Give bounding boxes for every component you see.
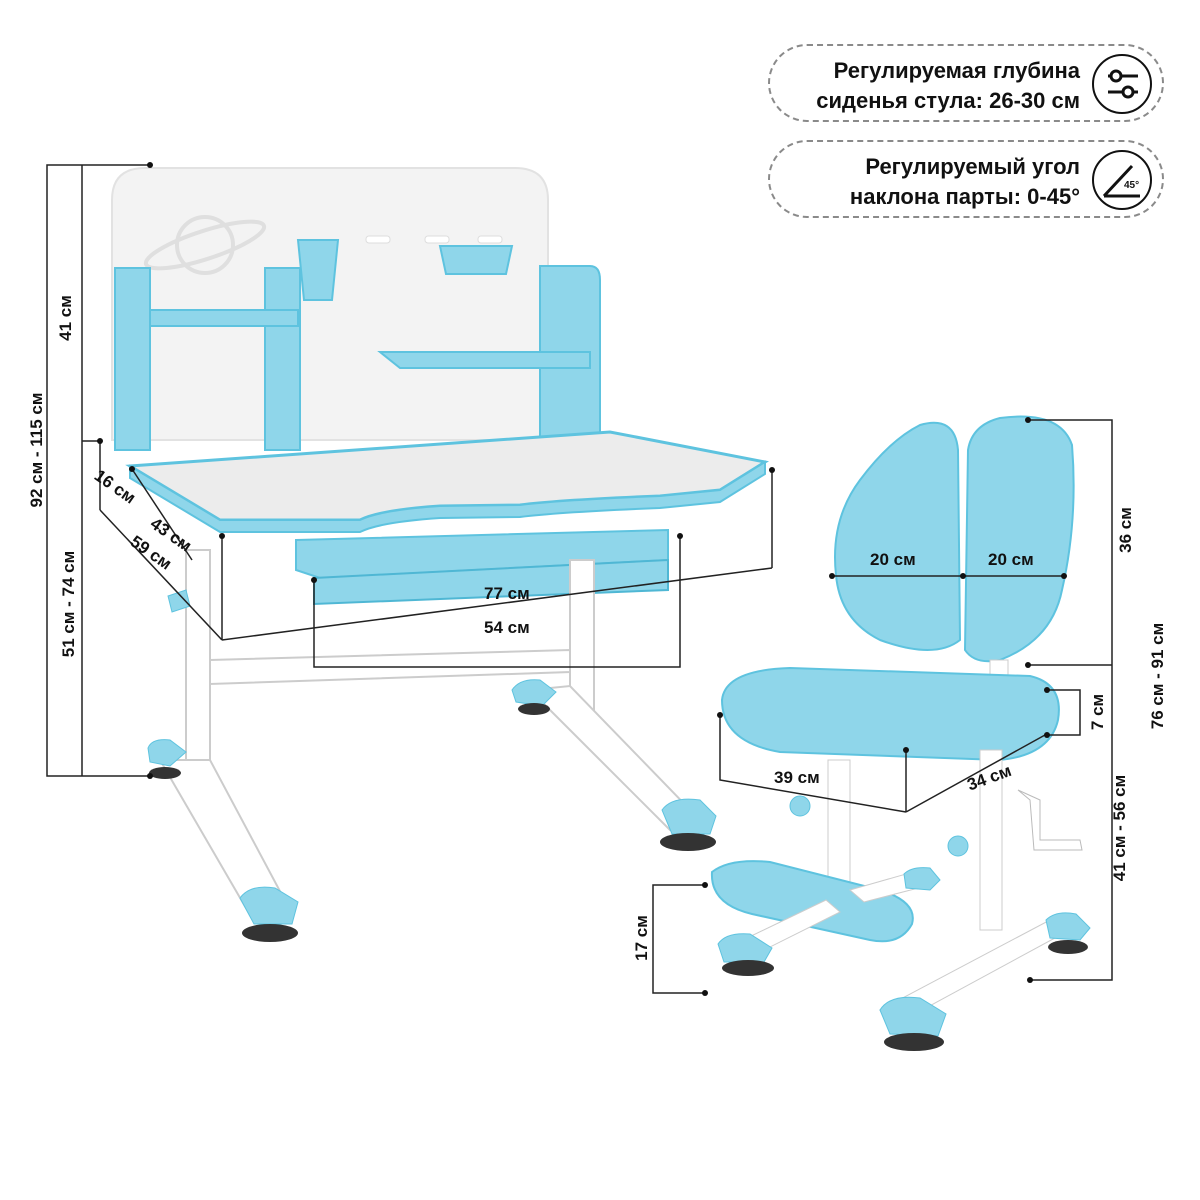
foot-pad: [149, 767, 181, 779]
foot-cap: [147, 739, 187, 767]
board-slot: [365, 235, 391, 244]
foot-pad: [1048, 940, 1088, 954]
foot-cap: [717, 933, 773, 963]
backrest-left: [834, 421, 962, 651]
foot-cap: [879, 996, 947, 1037]
board-height-label: 41 см: [56, 295, 75, 341]
foot-pad: [884, 1033, 944, 1051]
desk-illustration: [111, 167, 770, 942]
seat-depth-line1: Регулируемая глубина: [833, 58, 1080, 83]
chair-total-height-label: 76 см - 91 см: [1148, 622, 1167, 730]
foot-pad: [722, 960, 774, 976]
desk-back-board: [111, 167, 549, 441]
chair-column: [979, 749, 1003, 931]
tilt-info: Регулируемый угол наклона парты: 0-45° 4…: [768, 140, 1164, 218]
seat-width-label: 39 см: [774, 768, 820, 787]
angle-icon: 45°: [1092, 150, 1152, 210]
right-shelf-board: [377, 351, 591, 369]
tilt-line2: наклона парты: 0-45°: [849, 184, 1080, 209]
foot-cap: [661, 798, 717, 835]
foot-cap: [1045, 912, 1091, 941]
left-shelf-board: [149, 309, 299, 327]
chair-seat: [720, 666, 1060, 762]
foot-cap: [511, 679, 557, 707]
footrest-height-label: 17 см: [632, 915, 651, 961]
foot-cap: [239, 886, 299, 925]
chair-knob: [789, 795, 811, 817]
tilt-line1: Регулируемый угол: [865, 154, 1080, 179]
foot-pad: [660, 833, 716, 851]
backrest-right: [963, 415, 1075, 663]
board-slot: [424, 235, 450, 244]
desk-leg-left: [185, 549, 211, 761]
desk-top-edge: [129, 460, 766, 533]
desk-total-height-label: 92 см - 115 см: [27, 392, 46, 508]
backrest-right-width-label: 20 см: [988, 550, 1034, 569]
left-shelf-divider: [264, 267, 301, 451]
seat-depth-line2: сиденья стула: 26-30 см: [816, 88, 1080, 113]
foot-cap: [903, 867, 941, 891]
board-slot: [477, 235, 503, 244]
seat-crank: [1017, 789, 1083, 851]
sliders-icon: [1092, 54, 1152, 114]
basket: [438, 245, 514, 275]
cushion-label: 7 см: [1088, 693, 1107, 731]
left-shelf-side: [114, 267, 151, 451]
dimension-dots: [97, 162, 1067, 996]
backrest-left-width-label: 20 см: [870, 550, 916, 569]
planet-logo-icon: [143, 215, 267, 275]
drawer-width-label: 54 см: [484, 618, 530, 637]
pen-holder: [296, 239, 340, 301]
chair-illustration: [710, 415, 1091, 1051]
desk-width-label: 77 см: [484, 584, 530, 603]
backrest-height-label: 36 см: [1116, 507, 1135, 553]
foot-pad: [518, 703, 550, 715]
dimension-lines: [46, 164, 1113, 994]
chair-knob: [947, 835, 969, 857]
desk-height-label: 51 см - 74 см: [59, 550, 78, 658]
footrest: [710, 860, 914, 943]
angle-label: 45°: [1124, 180, 1139, 191]
seat-depth-info: Регулируемая глубина сиденья стула: 26-3…: [768, 44, 1164, 122]
seat-height-label: 41 см - 56 см: [1110, 774, 1129, 882]
foot-pad: [242, 924, 298, 942]
